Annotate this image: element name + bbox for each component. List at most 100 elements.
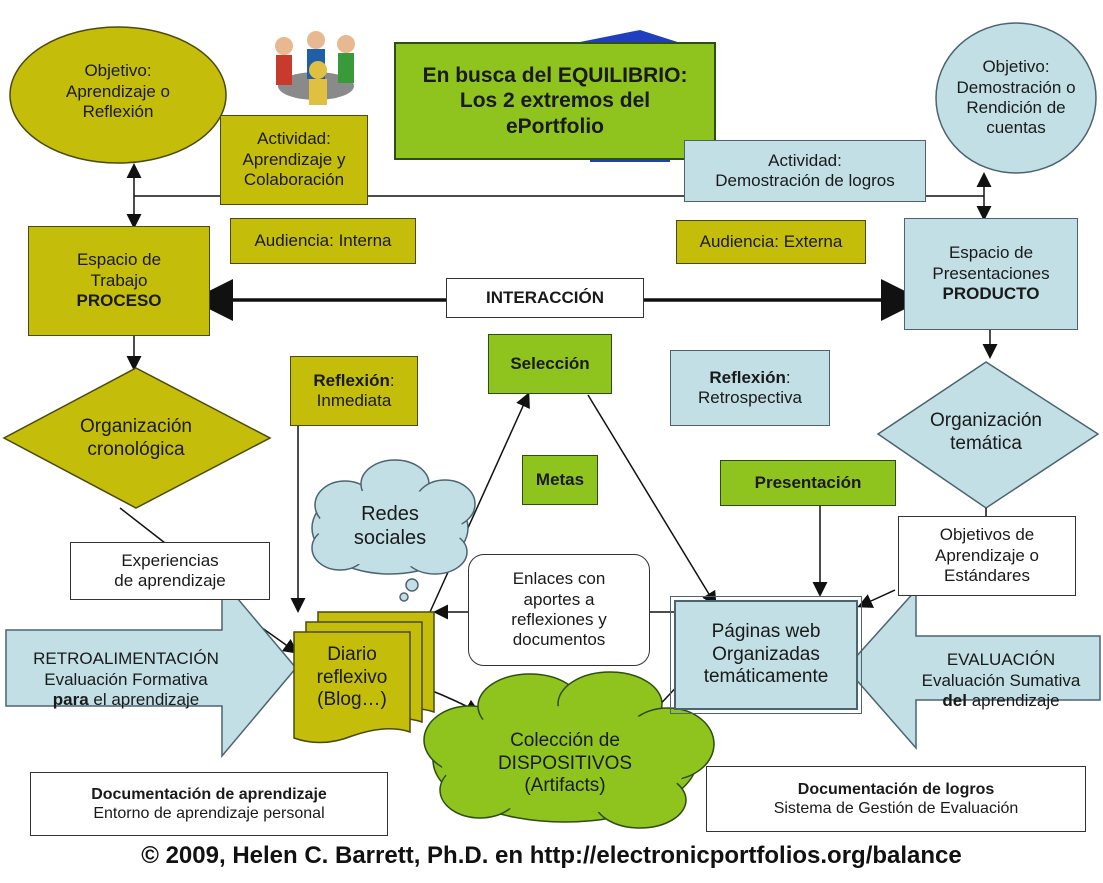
documentacion-logros-sub: Sistema de Gestión de Evaluación [773, 800, 1019, 817]
retro-line: RETROALIMENTACIÓN [33, 649, 219, 669]
eval-del: del [942, 691, 967, 711]
paginas-web-box: Páginas web Organizadas temáticamente [670, 596, 862, 714]
actividad-left-line: Aprendizaje y [242, 149, 346, 169]
diario-reflexivo: Diario reflexivo (Blog…) [294, 630, 410, 726]
objetivos-line: Objetivos de [939, 525, 1035, 545]
documentacion-aprendizaje-title: Documentación de aprendizaje [91, 785, 327, 803]
organizacion-cronologica-line: cronológica [87, 439, 185, 460]
reflexion-retrospectiva-colon: : [785, 367, 791, 387]
coleccion-cloud-shape [423, 671, 715, 829]
title-line: Los 2 extremos del [459, 89, 651, 113]
paginas-line: Páginas web [711, 620, 821, 642]
paginas-line: Organizadas [712, 643, 820, 665]
eval-line: del aprendizaje [942, 691, 1059, 711]
presentacion-label: Presentación [754, 472, 862, 492]
objetivo-left-line: Aprendizaje o [66, 81, 170, 101]
experiencias-line: de aprendizaje [114, 571, 226, 590]
coleccion-line: (Artifacts) [524, 775, 606, 797]
enlaces-box: Enlaces con aportes a reflexiones y docu… [468, 554, 650, 666]
retro-rest: el aprendizaje [88, 690, 200, 710]
retroalimentacion-arrow [5, 577, 297, 759]
eval-rest: aprendizaje [966, 691, 1060, 711]
enlaces-line: reflexiones y [511, 610, 607, 629]
documentacion-aprendizaje-box: Documentación de aprendizaje Entorno de … [30, 772, 388, 836]
evaluacion-arrow [844, 588, 1101, 750]
organizacion-cronologica: Organización cronológica [36, 404, 236, 474]
interaccion-label: INTERACCIÓN [485, 287, 605, 307]
interaccion-box: INTERACCIÓN [446, 278, 644, 318]
redes-sociales-line: sociales [353, 527, 427, 549]
reflexion-inmediata-title: Reflexión: [313, 371, 394, 391]
actividad-right-line: Actividad: [768, 150, 842, 170]
espacio-presentaciones-box: Espacio de Presentaciones PRODUCTO [904, 218, 1078, 330]
audiencia-interna-box: Audiencia: Interna [230, 218, 416, 264]
evaluacion-text: EVALUACIÓN Evaluación Sumativa del apren… [900, 642, 1102, 720]
objetivo-right-line: Rendición de [966, 98, 1066, 117]
collaboration-people-illustration [275, 31, 355, 105]
actividad-left-box: Actividad: Aprendizaje y Colaboración [220, 115, 368, 205]
presentacion-box: Presentación [720, 460, 896, 506]
objetivo-right-ellipse [935, 22, 1097, 174]
title-line: En busca del EQUILIBRIO: [422, 64, 688, 88]
audiencia-externa-box: Audiencia: Externa [676, 220, 866, 264]
organizacion-tematica-line: Organización [930, 410, 1042, 432]
retroalimentacion-text: RETROALIMENTACIÓN Evaluación Formativa p… [6, 640, 246, 720]
diario-page-front [293, 631, 411, 744]
redes-cloud-shape [311, 459, 476, 602]
documentacion-logros-title: Documentación de logros [797, 780, 995, 798]
espacio-trabajo-line: Espacio de [76, 250, 162, 270]
diario-line: reflexivo [316, 666, 388, 688]
coleccion-line: Colección de [510, 729, 620, 751]
audiencia-externa-label: Audiencia: Externa [699, 231, 843, 251]
reflexion-inmediata-bold: Reflexión [313, 370, 390, 390]
experiencias-line: Experiencias [121, 550, 219, 570]
objetivo-left-line: Objetivo: [84, 61, 152, 81]
enlaces-line: Enlaces con [512, 569, 606, 589]
redes-sociales: Redes sociales [330, 494, 450, 558]
reflexion-retrospectiva-title: Reflexión: [709, 368, 790, 388]
actividad-right-box: Actividad: Demostración de logros [684, 140, 926, 202]
documentacion-aprendizaje-sub: Entorno de aprendizaje personal [93, 805, 325, 822]
enlaces-line: documentos [512, 630, 606, 650]
diario-line: (Blog…) [317, 689, 387, 711]
reflexion-inmediata-sub: Inmediata [316, 391, 392, 410]
reflexion-retrospectiva-box: Reflexión: Retrospectiva [670, 350, 830, 426]
metas-box: Metas [522, 455, 598, 505]
objetivo-right-line: Demostración o [956, 77, 1076, 97]
organizacion-tematica-line: temática [950, 433, 1022, 454]
objetivo-left: Objetivo: Aprendizaje o Reflexión [40, 42, 196, 142]
objetivos-line: Estándares [944, 566, 1030, 586]
title-line: ePortfolio [506, 114, 604, 138]
diario-line: Diario [327, 643, 377, 665]
audiencia-interna-label: Audiencia: Interna [254, 230, 392, 250]
coleccion-line: DISPOSITIVOS [497, 752, 633, 774]
objetivo-left-ellipse [9, 26, 227, 164]
objetivos-estandares-box: Objetivos de Aprendizaje o Estándares [898, 516, 1076, 596]
objetivo-right-line: Objetivo: [982, 57, 1050, 77]
reflexion-retrospectiva-sub: Retrospectiva [698, 388, 802, 407]
espacio-trabajo-line: Trabajo [90, 270, 148, 290]
organizacion-cronologica-line: Organización [80, 416, 192, 438]
actividad-left-line: Actividad: [257, 129, 331, 149]
espacio-presentaciones-line: Espacio de [948, 243, 1034, 263]
seleccion-label: Selección [510, 353, 590, 373]
seleccion-box: Selección [488, 334, 612, 394]
reflexion-inmediata-box: Reflexión: Inmediata [290, 356, 418, 426]
organizacion-tematica: Organización temática [896, 398, 1076, 468]
organizacion-left-diamond [2, 367, 272, 509]
documentacion-logros-box: Documentación de logros Sistema de Gesti… [706, 766, 1086, 832]
objetivo-left-line: Reflexión [82, 102, 154, 122]
espacio-presentaciones-producto: PRODUCTO [942, 284, 1040, 304]
coleccion-dispositivos: Colección de DISPOSITIVOS (Artifacts) [470, 716, 660, 812]
espacio-trabajo-box: Espacio de Trabajo PROCESO [28, 226, 210, 336]
copyright-footer: © 2009, Helen C. Barrett, Ph.D. en http:… [141, 842, 962, 869]
redes-sociales-line: Redes [361, 503, 419, 525]
objetivos-line: Aprendizaje o [935, 545, 1039, 565]
title-box: En busca del EQUILIBRIO: Los 2 extremos … [394, 42, 716, 160]
eval-line: EVALUACIÓN [946, 650, 1056, 670]
retro-line: Evaluación Formativa [44, 669, 208, 689]
actividad-left-line: Colaboración [243, 170, 345, 190]
eval-line: Evaluación Sumativa [921, 670, 1081, 690]
reflexion-retrospectiva-bold: Reflexión [709, 367, 786, 387]
objetivo-right: Objetivo: Demostración o Rendición de cu… [940, 28, 1092, 168]
